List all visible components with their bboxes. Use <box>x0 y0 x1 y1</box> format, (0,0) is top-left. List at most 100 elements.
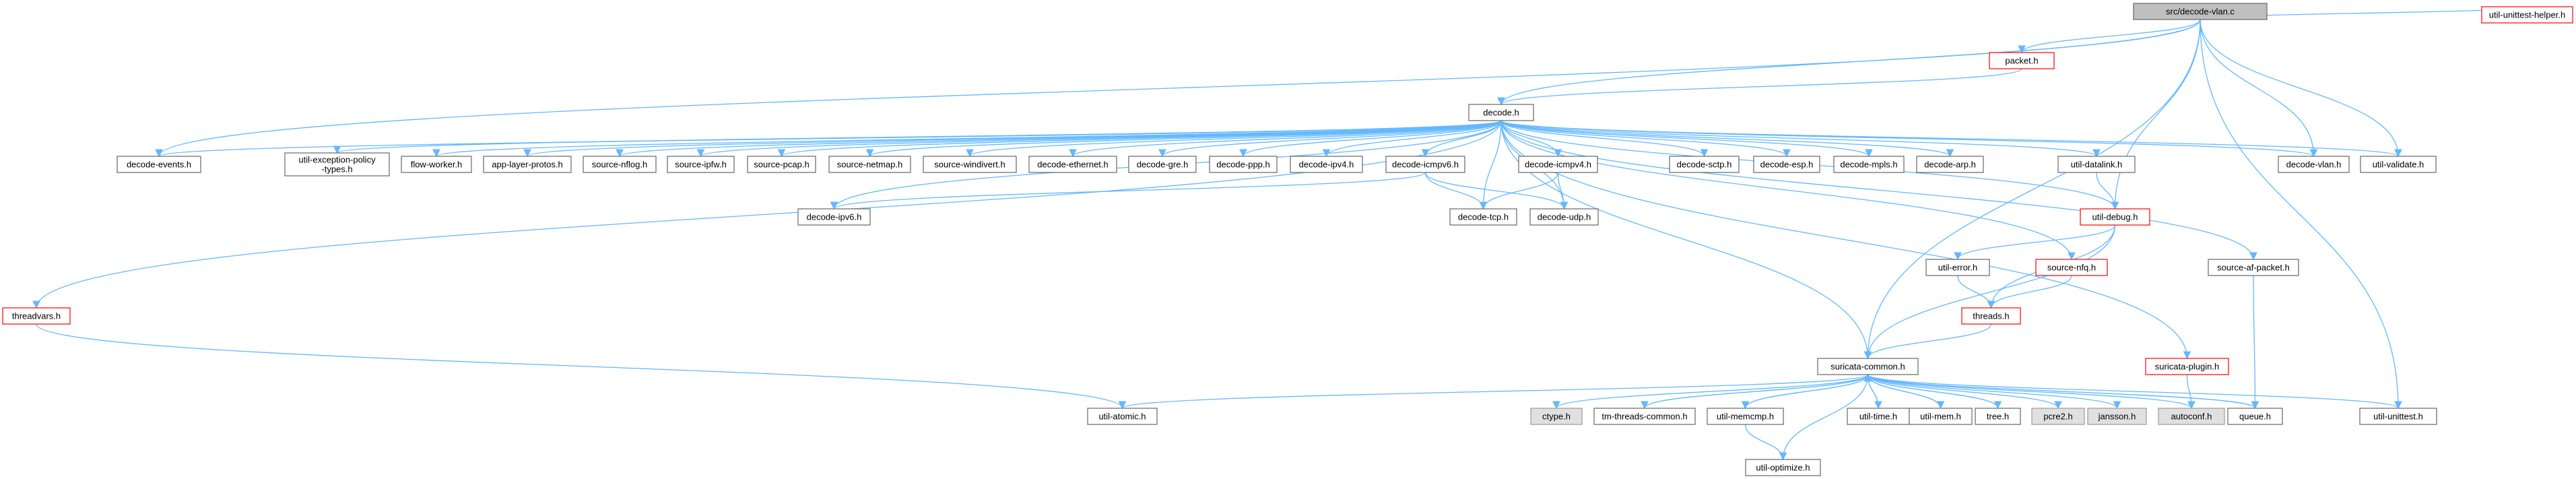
edge-decode_icmpv6_h-to-decode_tcp_h <box>1424 172 1488 210</box>
node-box <box>828 156 911 173</box>
node-flow-worker-h[interactable]: flow-worker.h <box>401 156 472 173</box>
edge-source_nfq_h-to-threads_h <box>1987 275 2072 309</box>
node-jansson-h[interactable]: jansson.h <box>2087 408 2147 425</box>
node-util-datalink-h[interactable]: util-datalink.h <box>2057 156 2136 173</box>
node-util-debug-h[interactable]: util-debug.h <box>2080 208 2150 226</box>
edge-decode_h-to-decode_vlan_h <box>1500 120 2317 158</box>
edge-decode_h-to-source_netmap_h <box>866 120 1502 158</box>
node-decode-ipv6-h[interactable]: decode-ipv6.h <box>797 208 871 226</box>
node-packet-h[interactable]: packet.h <box>1989 52 2055 69</box>
node-util-memcmp-h[interactable]: util-memcmp.h <box>1707 408 1784 425</box>
node-source-nflog-h[interactable]: source-nflog.h <box>583 156 657 173</box>
node-util-optimize-h[interactable]: util-optimize.h <box>1745 459 1821 476</box>
node-label: util-datalink.h <box>2071 160 2123 170</box>
node-util-time-h[interactable]: util-time.h <box>1847 408 1910 425</box>
node-source-windivert-h[interactable]: source-windivert.h <box>923 156 1017 173</box>
node-label: app-layer-protos.h <box>492 160 563 170</box>
edge-tm_threads_common_h-to-suricata_common_h <box>1644 373 1872 409</box>
node-box <box>1925 259 1990 276</box>
node-threadvars-h[interactable]: threadvars.h <box>2 307 71 325</box>
node-decode-tcp-h[interactable]: decode-tcp.h <box>1449 208 1517 226</box>
edge-decode_h-to-decode_arp_h <box>1500 120 1954 158</box>
node-box <box>2057 156 2136 173</box>
node-ctype-h[interactable]: ctype.h <box>1530 408 1583 425</box>
node-suricata-common-h[interactable]: suricata-common.h <box>1817 358 1919 375</box>
node-box <box>1961 307 2021 325</box>
node-source-netmap-h[interactable]: source-netmap.h <box>828 156 911 173</box>
node-label: source-af-packet.h <box>2217 263 2290 273</box>
node-label: util-validate.h <box>2373 160 2424 170</box>
node-box <box>1669 156 1740 173</box>
edge-decode_vlan_c-to-util_validate_h <box>2200 19 2402 158</box>
node-box <box>2080 208 2150 226</box>
node-autoconf-h[interactable]: autoconf.h <box>2158 408 2225 425</box>
node-pcre2-h[interactable]: pcre2.h <box>2031 408 2085 425</box>
node-decode-h[interactable]: decode.h <box>1468 104 1534 121</box>
node-decode-ethernet-h[interactable]: decode-ethernet.h <box>1028 156 1117 173</box>
node-box <box>2087 408 2147 425</box>
node-app-layer-protos-h[interactable]: app-layer-protos.h <box>483 156 572 173</box>
node-decode-udp-h[interactable]: decode-udp.h <box>1529 208 1599 226</box>
node-source-nfq-h[interactable]: source-nfq.h <box>2035 259 2108 276</box>
node-label: suricata-common.h <box>1830 362 1905 372</box>
edge-decode_vlan_c-to-packet_h <box>2018 19 2201 54</box>
node-decode-vlan-c[interactable]: src/decode-vlan.c <box>2133 3 2268 20</box>
edge-threadvars_h-to-util_atomic_h <box>36 323 1127 410</box>
node-label: decode-ethernet.h <box>1037 160 1109 170</box>
node-util-validate-h[interactable]: util-validate.h <box>2360 156 2437 173</box>
node-box <box>2158 408 2225 425</box>
node-box <box>1087 408 1158 425</box>
node-suricata-plugin-h[interactable]: suricata-plugin.h <box>2145 358 2229 375</box>
node-label: util-unittest.h <box>2373 412 2423 422</box>
edge-decode_h-to-source_windivert_h <box>966 120 1502 158</box>
edge-decode_h-to-decode_gre_h <box>1158 120 1502 158</box>
edge-layer <box>32 5 2531 461</box>
node-box <box>747 156 816 173</box>
node-source-pcap-h[interactable]: source-pcap.h <box>747 156 816 173</box>
edge-decode_h-to-util_exception_policy_types_h <box>333 120 1502 154</box>
node-source-ipfw-h[interactable]: source-ipfw.h <box>667 156 735 173</box>
node-decode-arp-h[interactable]: decode-arp.h <box>1916 156 1984 173</box>
node-decode-events-h[interactable]: decode-events.h <box>117 156 201 173</box>
node-box <box>1529 208 1599 226</box>
node-util-error-h[interactable]: util-error.h <box>1925 259 1990 276</box>
edge-decode_h-to-decode_tcp_h <box>1479 120 1502 210</box>
node-label: util-unittest-helper.h <box>2489 10 2565 20</box>
node-box <box>2360 156 2437 173</box>
node-decode-esp-h[interactable]: decode-esp.h <box>1753 156 1820 173</box>
node-tree-h[interactable]: tree.h <box>1975 408 2021 425</box>
edge-decode_h-to-decode_ethernet_h <box>1069 120 1502 158</box>
node-label: decode-arp.h <box>1924 160 1976 170</box>
node-label: flow-worker.h <box>411 160 463 170</box>
node-decode-icmpv4-h[interactable]: decode-icmpv4.h <box>1518 156 1598 173</box>
node-decode-gre-h[interactable]: decode-gre.h <box>1128 156 1197 173</box>
node-decode-vlan-h[interactable]: decode-vlan.h <box>2278 156 2350 173</box>
node-util-unittest-h[interactable]: util-unittest.h <box>2359 408 2437 425</box>
node-decode-ppp-h[interactable]: decode-ppp.h <box>1209 156 1278 173</box>
node-util-exception-policy-types-h[interactable]: util-exception-policy-types.h <box>284 152 390 177</box>
node-box <box>1449 208 1517 226</box>
node-label: util-optimize.h <box>1756 463 1810 473</box>
node-label: source-ipfw.h <box>675 160 727 170</box>
node-tm-threads-common-h[interactable]: tm-threads-common.h <box>1593 408 1696 425</box>
node-layer: src/decode-vlan.c packet.h util-unittest-h… <box>2 3 2573 476</box>
edge-decode_h-to-source_nfq_h <box>1500 120 2076 261</box>
edge-decode_h-to-decode_mpls_h <box>1500 120 1873 158</box>
node-label: threadvars.h <box>12 311 61 321</box>
edge-suricata_common_h-to-util_optimize_h <box>1779 374 1869 461</box>
node-decode-ipv4-h[interactable]: decode-ipv4.h <box>1290 156 1363 173</box>
node-threads-h[interactable]: threads.h <box>1961 307 2021 325</box>
node-label: jansson.h <box>2098 412 2136 422</box>
node-queue-h[interactable]: queue.h <box>2227 408 2283 425</box>
node-label: source-netmap.h <box>837 160 903 170</box>
node-util-atomic-h[interactable]: util-atomic.h <box>1087 408 1158 425</box>
node-decode-sctp-h[interactable]: decode-sctp.h <box>1669 156 1740 173</box>
node-decode-icmpv6-h[interactable]: decode-icmpv6.h <box>1385 156 1465 173</box>
node-util-unittest-helper-h[interactable]: util-unittest-helper.h <box>2481 6 2573 24</box>
edge-suricata_plugin_h-to-autoconf_h <box>2186 374 2195 410</box>
edge-decode_icmpv6_h-to-decode_udp_h <box>1424 172 1568 210</box>
node-util-mem-h[interactable]: util-mem.h <box>1909 408 1973 425</box>
edge-suricata_common_h-to-pcre2_h <box>1867 374 2062 410</box>
node-source-af-packet-h[interactable]: source-af-packet.h <box>2208 259 2299 276</box>
node-decode-mpls-h[interactable]: decode-mpls.h <box>1833 156 1905 173</box>
